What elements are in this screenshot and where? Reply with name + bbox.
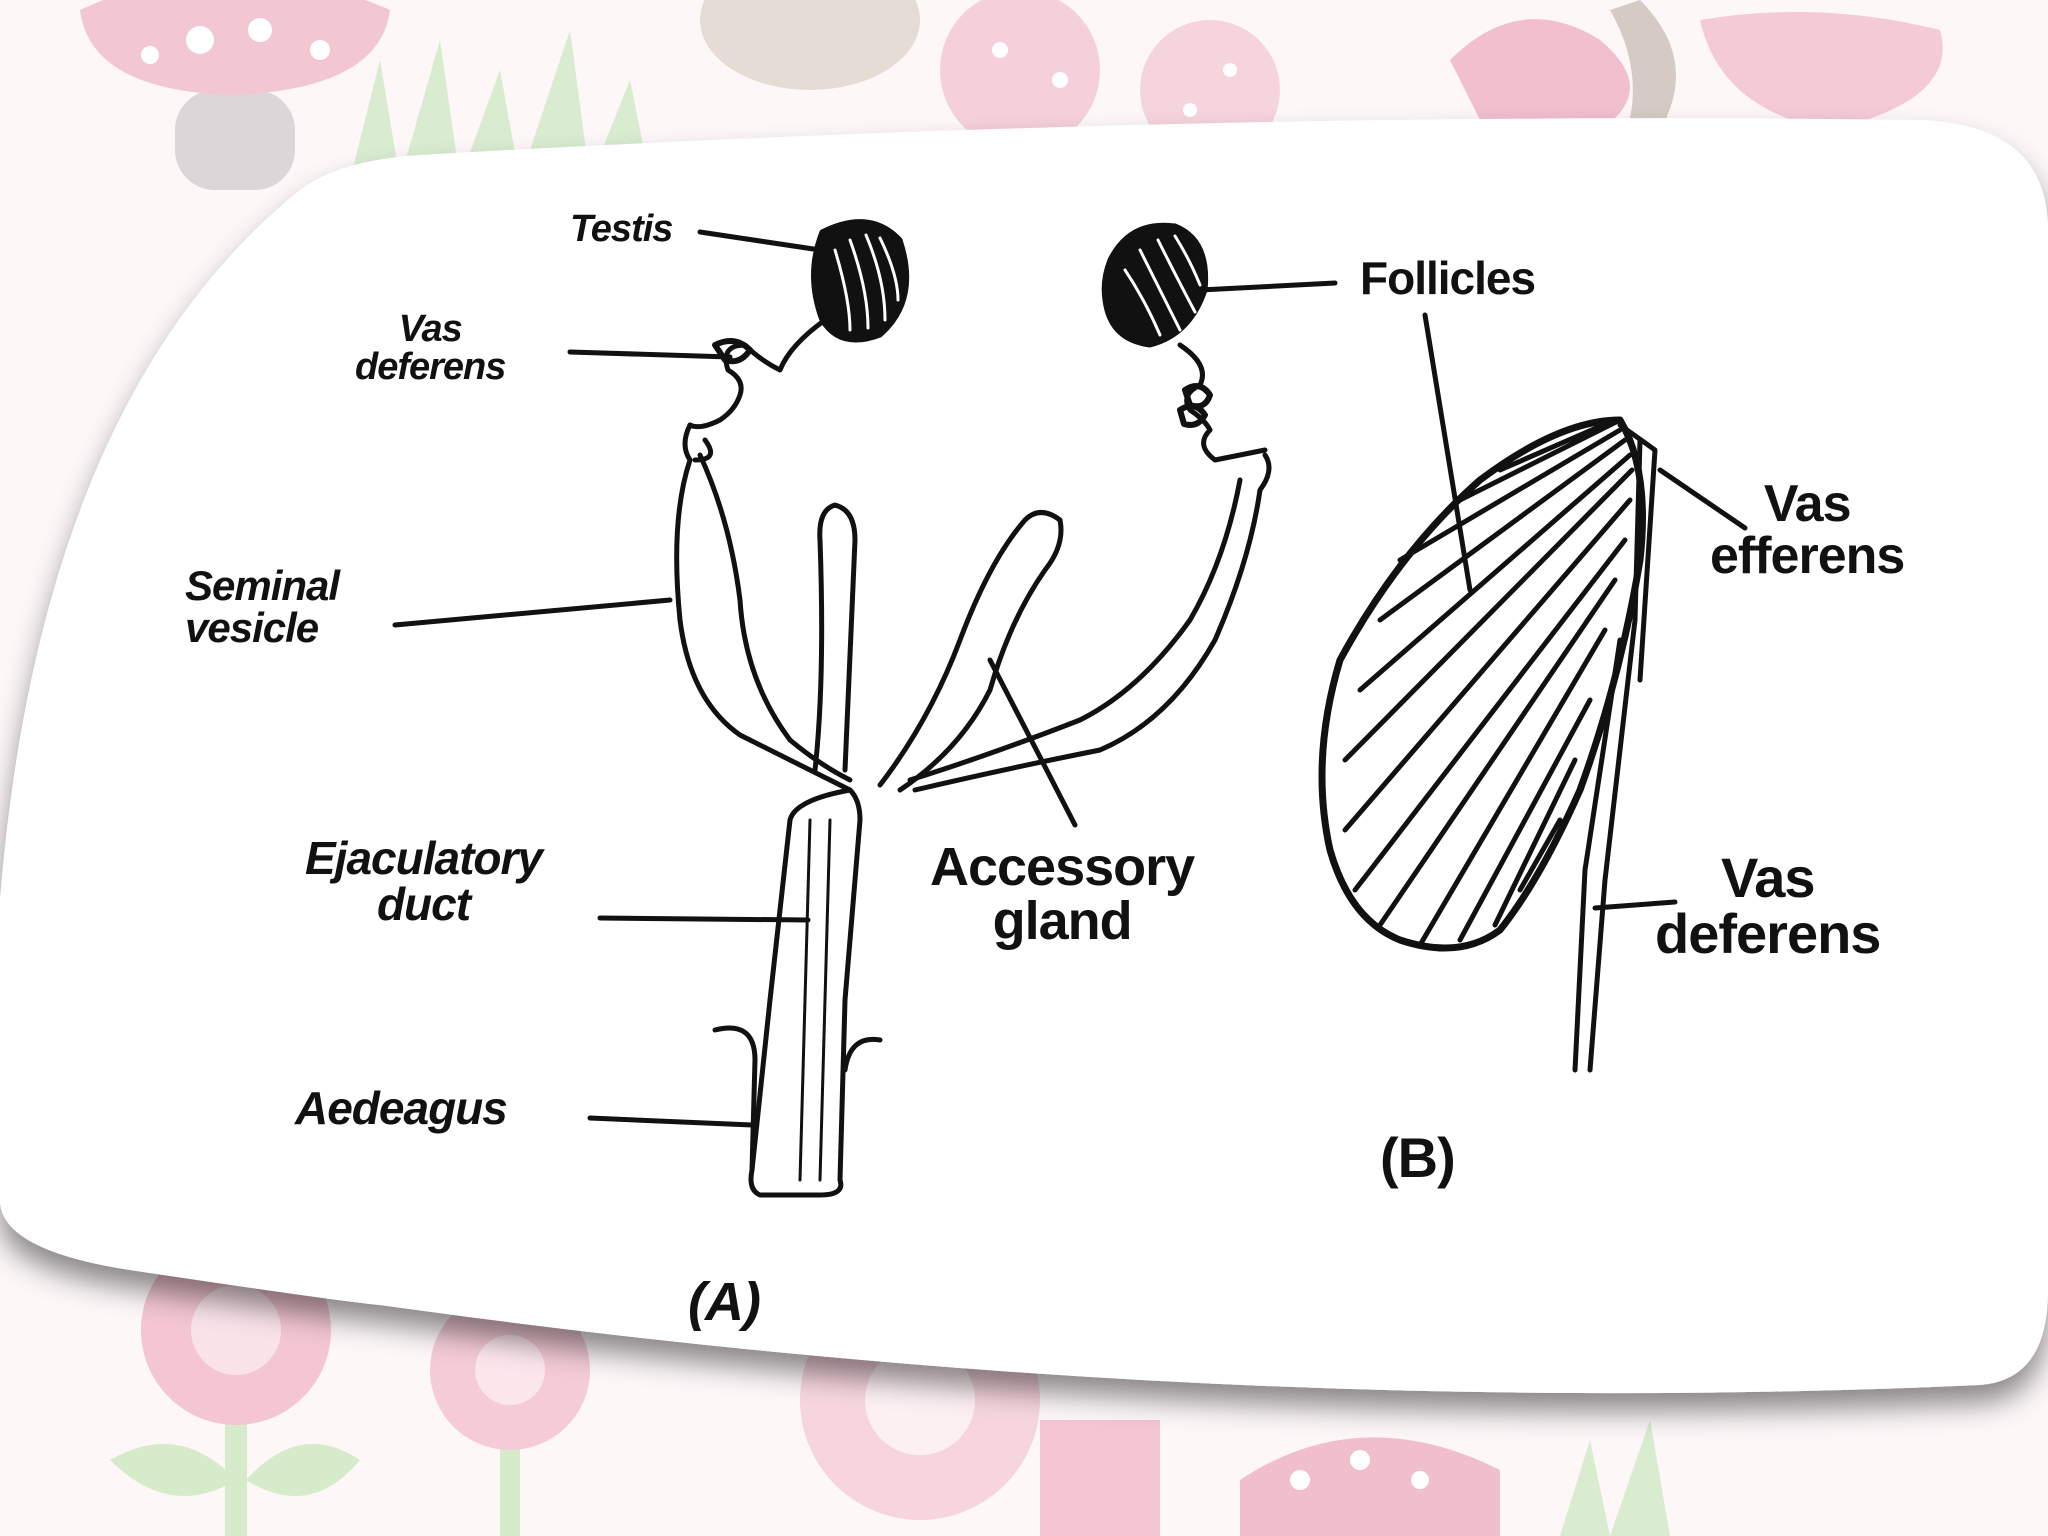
mushroom-icon xyxy=(80,0,390,190)
label-vas-deferens-b-line1: Vas xyxy=(1720,846,1816,909)
swirl-icon xyxy=(1450,0,1943,150)
label-ejaculatory-duct-line2: duct xyxy=(376,878,471,930)
testis-shape-right xyxy=(1101,222,1209,348)
ejaculatory-duct xyxy=(748,787,863,1198)
leader-seminal-vesicle xyxy=(392,597,673,628)
label-testis: Testis xyxy=(570,208,673,250)
grass-icon xyxy=(1560,1420,1670,1536)
label-vas-deferens-a-line2: deferens xyxy=(355,346,506,388)
seminal-vesicle-right xyxy=(912,452,1272,793)
label-follicles: Follicles xyxy=(1360,252,1536,304)
label-vas-efferens-line2: efferens xyxy=(1710,527,1905,585)
leader-testis xyxy=(697,229,823,253)
label-vas-deferens-a: Vas deferens xyxy=(355,308,506,388)
caption-a: (A) xyxy=(688,1272,761,1332)
leader-aedeagus xyxy=(587,1115,755,1128)
label-accessory-gland-line2: gland xyxy=(992,891,1133,951)
label-ejaculatory-duct-line1: Ejaculatory xyxy=(305,832,543,884)
flower-icon xyxy=(430,1290,590,1536)
accessory-gland-left xyxy=(812,502,858,773)
testis-enlarged xyxy=(1318,416,1646,952)
label-vas-efferens: Vas efferens xyxy=(1710,475,1905,585)
testis-shape-left xyxy=(811,219,910,343)
vas-efferens xyxy=(1617,422,1658,683)
label-vas-deferens-b: Vas deferens xyxy=(1655,846,1881,965)
label-vas-deferens-a-line1: Vas xyxy=(398,308,463,350)
vas-deferens-left xyxy=(687,317,828,430)
label-vas-deferens-b-line2: deferens xyxy=(1655,902,1881,965)
leader-vas-deferens-b xyxy=(1592,899,1678,911)
label-seminal-vesicle-line1: Seminal xyxy=(185,562,340,609)
label-vas-efferens-line1: Vas xyxy=(1763,475,1852,533)
vas-deferens-b xyxy=(1572,617,1638,1073)
leader-ejaculatory-duct xyxy=(597,915,811,923)
leader-follicles xyxy=(1197,280,1338,293)
mushroom-icon xyxy=(1240,1437,1500,1536)
label-ejaculatory-duct: Ejaculatory duct xyxy=(305,832,543,930)
accessory-gland-right xyxy=(877,510,1064,793)
aedeagus-shape xyxy=(712,1025,883,1173)
label-aedeagus: Aedeagus xyxy=(295,1082,508,1134)
label-seminal-vesicle-line2: vesicle xyxy=(185,604,319,651)
leader-vas-efferens xyxy=(1657,467,1748,531)
leader-vas-deferens xyxy=(567,349,733,360)
label-seminal-vesicle: Seminal vesicle xyxy=(185,562,340,651)
leader-accessory-gland xyxy=(987,657,1078,828)
seminal-vesicle-left xyxy=(674,422,853,793)
snail-icon xyxy=(700,0,920,90)
leader-follicles-inner xyxy=(1422,312,1473,593)
caption-b: (B) xyxy=(1380,1126,1456,1189)
diagram-card xyxy=(0,118,2048,1394)
label-accessory-gland-line1: Accessory xyxy=(930,837,1195,897)
label-accessory-gland: Accessory gland xyxy=(930,837,1195,951)
